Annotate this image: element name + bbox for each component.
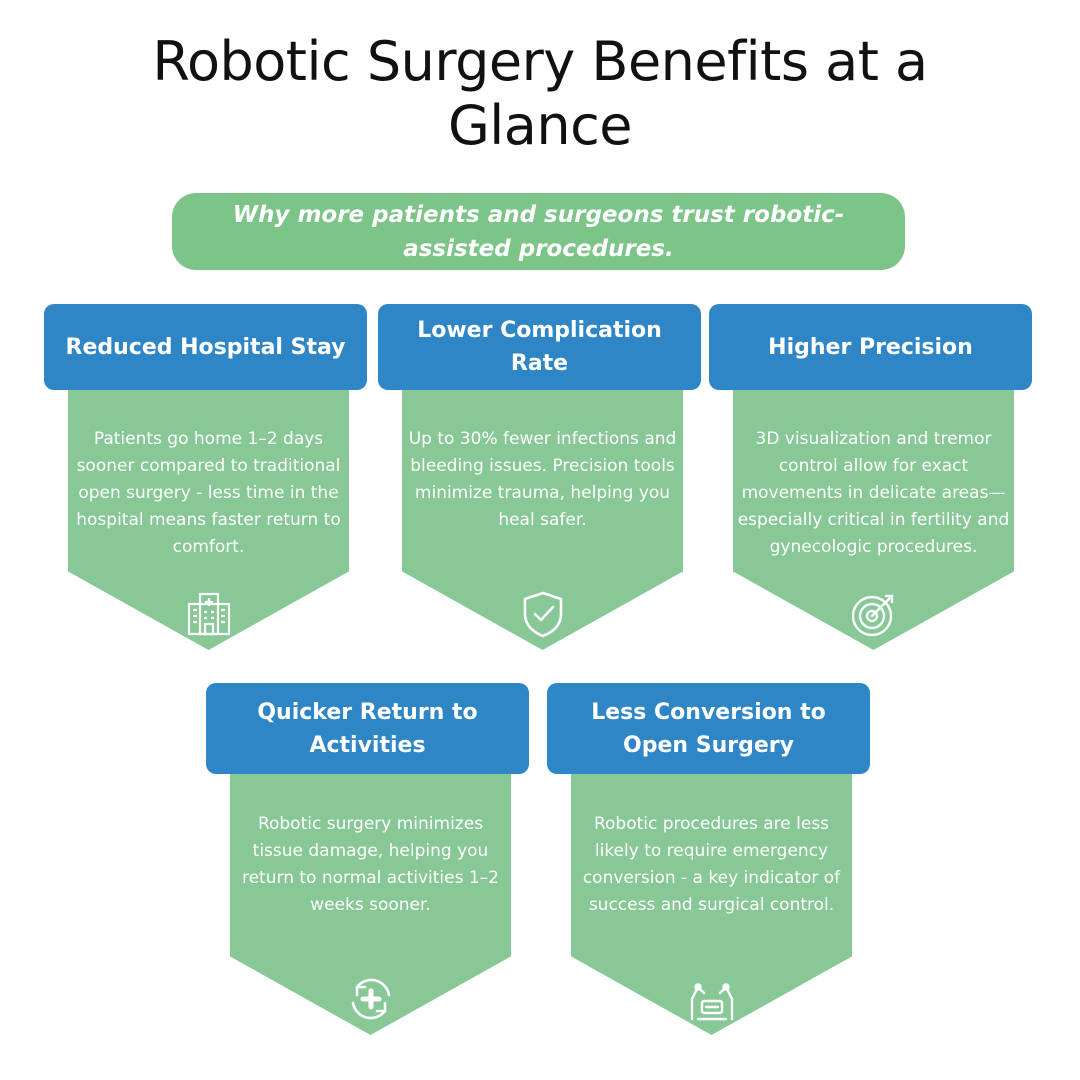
card-text: Patients go home 1–2 days sooner compare… xyxy=(76,429,341,557)
shield-check-icon xyxy=(517,588,569,640)
card-text: Robotic surgery minimizes tissue damage,… xyxy=(241,814,499,915)
card-heading: Lower Complication Rate xyxy=(378,304,701,390)
card-body: Up to 30% fewer infections and bleeding … xyxy=(402,388,683,650)
card-heading-text: Higher Precision xyxy=(768,334,973,360)
card-heading: Quicker Return to Activities xyxy=(206,683,529,774)
card-heading: Higher Precision xyxy=(709,304,1032,390)
card-body: Patients go home 1–2 days sooner compare… xyxy=(68,388,349,650)
recovery-cycle-icon xyxy=(345,973,397,1025)
subtitle-banner: Why more patients and surgeons trust rob… xyxy=(172,193,905,270)
card-heading-text: Reduced Hospital Stay xyxy=(65,334,346,360)
card-heading-text: Less Conversion to Open Surgery xyxy=(591,699,826,758)
subtitle-text: Why more patients and surgeons trust rob… xyxy=(232,201,845,262)
card-heading: Less Conversion to Open Surgery xyxy=(547,683,870,774)
card-body: Robotic surgery minimizes tissue damage,… xyxy=(230,773,511,1035)
card-heading-text: Lower Complication Rate xyxy=(417,318,662,376)
card-body: 3D visualization and tremor control allo… xyxy=(733,388,1014,650)
hospital-icon xyxy=(183,588,235,640)
card-heading: Reduced Hospital Stay xyxy=(44,304,367,390)
card-text: Up to 30% fewer infections and bleeding … xyxy=(408,429,677,530)
card-body: Robotic procedures are less likely to re… xyxy=(571,773,852,1035)
target-icon xyxy=(848,588,900,640)
robotic-arms-icon xyxy=(686,973,738,1025)
card-text: Robotic procedures are less likely to re… xyxy=(582,814,841,915)
card-text: 3D visualization and tremor control allo… xyxy=(737,429,1010,557)
page-title: Robotic Surgery Benefits at a Glance xyxy=(152,30,928,157)
card-heading-text: Quicker Return to Activities xyxy=(257,699,478,758)
